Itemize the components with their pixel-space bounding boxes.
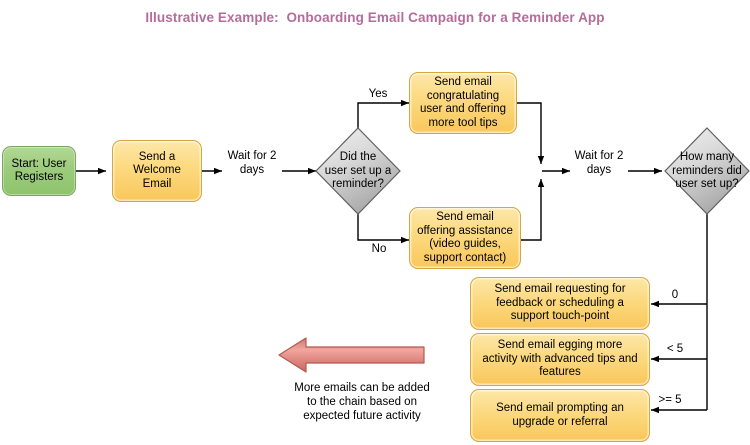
edge-label-zero: 0: [671, 289, 679, 301]
edge-congrats-to-merge: [517, 102, 545, 164]
node-decision-count-label: How many reminders did user set up?: [672, 150, 742, 190]
decision-count-shape: [664, 127, 750, 215]
node-email-activity[interactable]: Send email egging more activity with adv…: [470, 333, 650, 386]
node-email-feedback[interactable]: Send email requesting for feedback or sc…: [470, 277, 650, 330]
node-welcome-email[interactable]: Send a Welcome Email: [112, 140, 202, 202]
note-caption: More emails can be added to the chain ba…: [294, 382, 430, 422]
edge-decision-no: [357, 212, 409, 244]
node-start-label: Start: User Registers: [11, 157, 67, 184]
node-email-congrats-label: Send email congratulating user and offer…: [419, 76, 507, 129]
edge-label-yes: Yes: [368, 88, 388, 100]
node-email-congrats[interactable]: Send email congratulating user and offer…: [409, 72, 517, 134]
edge-assistance-to-merge: [517, 179, 545, 241]
edge-label-no: No: [371, 243, 387, 255]
page-title: Illustrative Example: Onboarding Email C…: [145, 10, 605, 25]
edge-label-wait-1: Wait for 2 days: [227, 150, 277, 176]
edge-label-gte5: >= 5: [658, 394, 682, 406]
node-email-feedback-label: Send email requesting for feedback or sc…: [494, 283, 626, 323]
node-decision-count[interactable]: How many reminders did user set up?: [665, 128, 749, 214]
edge-label-wait-2: Wait for 2 days: [574, 150, 624, 176]
node-email-assistance[interactable]: Send email offering assistance (video gu…: [409, 207, 521, 269]
node-welcome-email-label: Send a Welcome Email: [133, 150, 181, 190]
edge-label-lt5: < 5: [666, 343, 684, 355]
note-arrow-icon: [278, 337, 425, 373]
node-email-upgrade-label: Send email prompting an upgrade or refer…: [496, 402, 624, 428]
edge-decision-yes: [357, 99, 409, 130]
node-start[interactable]: Start: User Registers: [2, 146, 76, 196]
node-email-activity-label: Send email egging more activity with adv…: [482, 339, 638, 379]
node-decision-reminder-label: Did the user set up a reminder?: [324, 150, 392, 190]
node-decision-reminder[interactable]: Did the user set up a reminder?: [316, 128, 400, 214]
node-email-assistance-label: Send email offering assistance (video gu…: [417, 211, 513, 264]
node-email-upgrade[interactable]: Send email prompting an upgrade or refer…: [470, 389, 650, 442]
decision-reminder-shape: [315, 127, 401, 215]
